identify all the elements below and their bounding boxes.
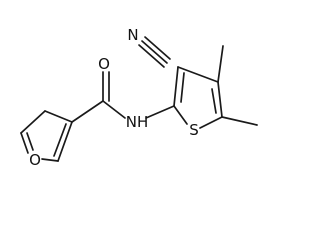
carbonyl-oxygen-label: O [98, 55, 110, 73]
amide-nitrogen-label: NH [126, 113, 149, 131]
thiophene-sulfur-label: S [189, 121, 199, 139]
nitrile-nitrogen-label: N [127, 26, 138, 44]
thiophene-ring [173, 66, 223, 129]
nitrile-triple-bond [138, 36, 171, 68]
amide-linkage [71, 71, 175, 123]
furan-ring [20, 110, 73, 162]
furan-oxygen-label: O [29, 151, 41, 169]
methyl-groups [217, 45, 258, 126]
molecule-structure: N O NH S O [20, 26, 258, 169]
